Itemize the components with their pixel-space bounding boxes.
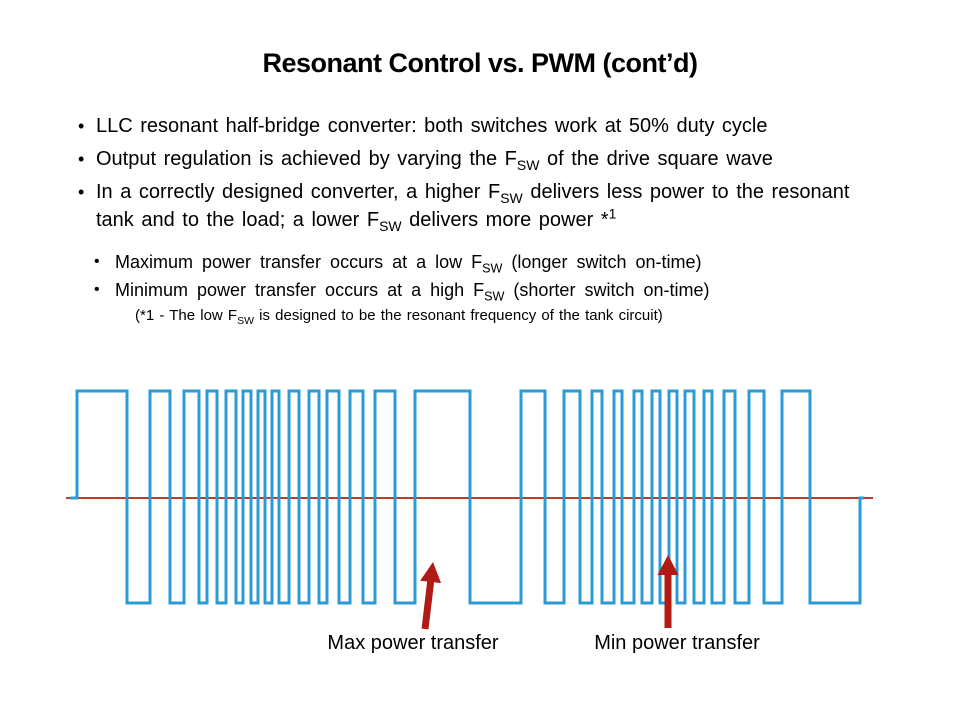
sub-bullet-item: • Minimum power transfer occurs at a hig… xyxy=(94,276,878,304)
bullet-item: • Output regulation is achieved by varyi… xyxy=(78,145,878,173)
min-power-label: Min power transfer xyxy=(594,632,760,654)
sub-bullet-text: Maximum power transfer occurs at a low F… xyxy=(115,252,702,276)
sub-bullet-list: • Maximum power transfer occurs at a low… xyxy=(94,248,878,326)
sub-bullet-dot: • xyxy=(94,281,100,298)
sub-bullet-text: Minimum power transfer occurs at a high … xyxy=(115,280,710,304)
bullet-dot: • xyxy=(78,149,85,169)
bullet-text: LLC resonant half-bridge converter: both… xyxy=(96,115,768,137)
bullet-dot: • xyxy=(78,116,85,136)
footnote: (*1 - The low FSW is designed to be the … xyxy=(135,307,663,327)
bullet-item: • LLC resonant half-bridge converter: bo… xyxy=(78,112,878,140)
max-power-label: Max power transfer xyxy=(327,632,499,654)
slide-title: Resonant Control vs. PWM (cont’d) xyxy=(262,48,699,78)
max-power-arrow-head xyxy=(420,562,442,584)
square-wave-path xyxy=(70,389,864,605)
sub-bullet-item: • Maximum power transfer occurs at a low… xyxy=(94,248,878,276)
bullet-text: In a correctly designed converter, a hig… xyxy=(96,181,850,234)
max-power-arrow-shaft xyxy=(421,578,435,630)
bullet-item: • In a correctly designed converter, a h… xyxy=(78,178,878,234)
bullet-dot: • xyxy=(78,182,85,202)
bullet-text: Output regulation is achieved by varying… xyxy=(96,148,773,173)
min-power-arrow-head xyxy=(657,555,679,575)
bullet-list: • LLC resonant half-bridge converter: bo… xyxy=(78,112,878,326)
sub-bullet-dot: • xyxy=(94,253,100,270)
